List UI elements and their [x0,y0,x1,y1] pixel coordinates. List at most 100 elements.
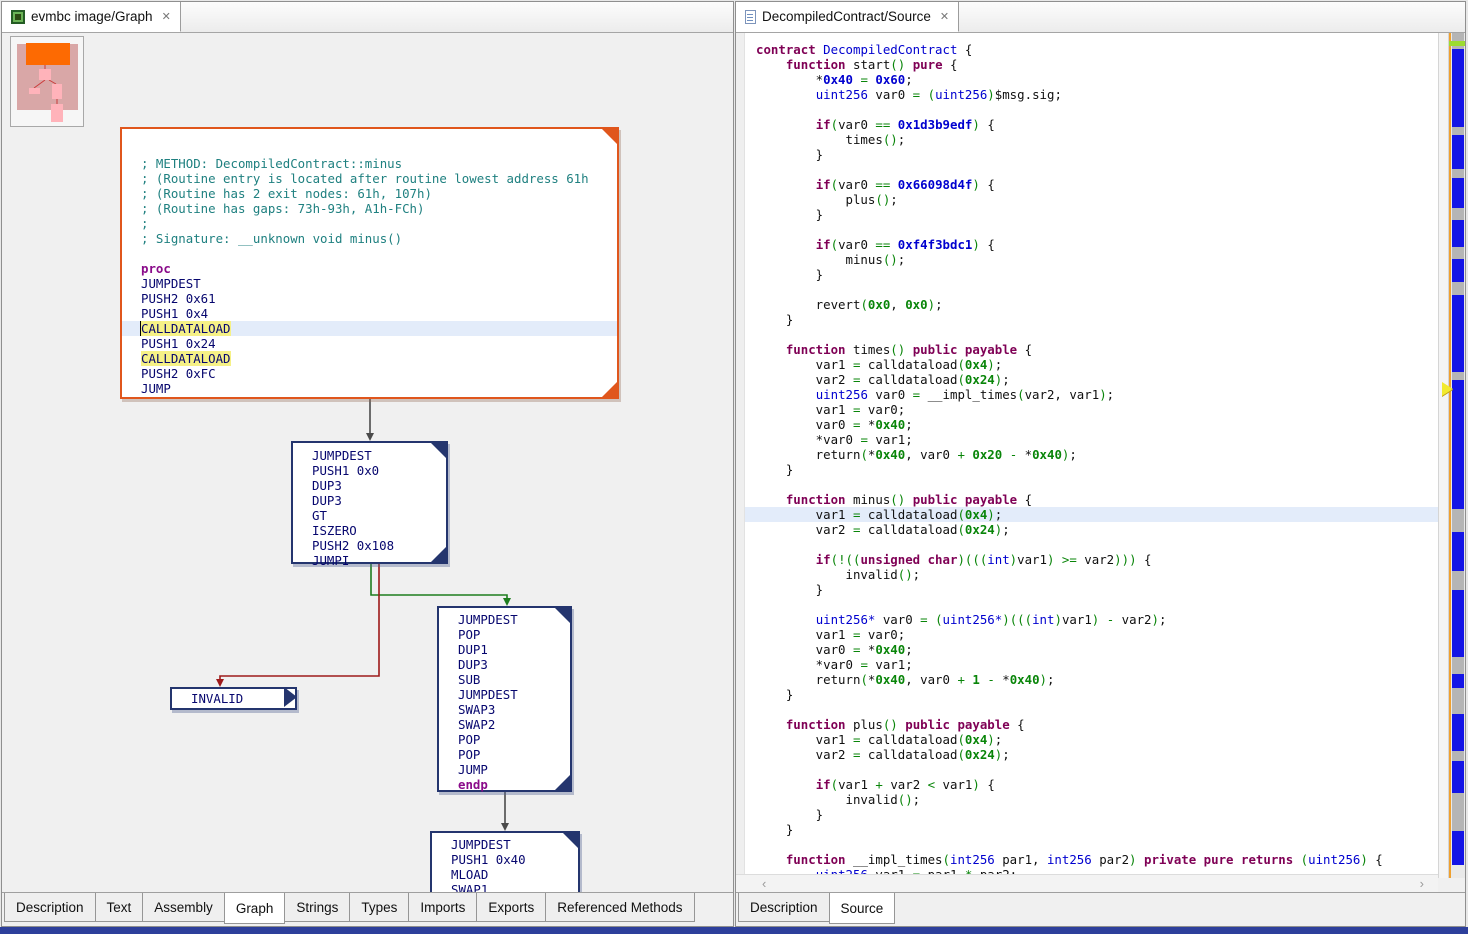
asm-line[interactable]: ; Signature: __unknown void minus() [141,231,403,246]
tab-decompiled-source[interactable]: DecompiledContract/Source ✕ [736,2,960,32]
source-line[interactable]: if(var1 + var2 < var1) { [815,777,995,792]
view-tab-exports[interactable]: Exports [476,893,547,922]
source-line[interactable]: if(var0 == 0x66098d4f) { [815,177,995,192]
view-tab-types[interactable]: Types [349,893,410,922]
source-line[interactable]: *var0 = var1; [756,657,913,672]
asm-line[interactable]: SWAP2 [458,717,496,732]
source-line[interactable]: var0 = *0x40; [756,417,913,432]
asm-line[interactable]: PUSH2 0x61 [141,291,216,306]
view-tab-description[interactable]: Description [4,893,96,922]
current-line-marker[interactable] [1442,382,1453,396]
source-line[interactable]: function __impl_times(int256 par1, int25… [785,852,1383,867]
source-line[interactable]: times(); [756,132,906,147]
asm-line[interactable]: DUP3 [312,493,342,508]
asm-line[interactable]: PUSH1 0x40 [451,852,526,867]
vertical-scrollbar[interactable] [1438,32,1449,878]
source-line[interactable] [745,837,1438,852]
close-icon[interactable]: ✕ [161,11,171,23]
source-line[interactable]: function start() pure { [785,57,958,72]
asm-line[interactable]: JUMPDEST [312,448,372,463]
view-tab-description[interactable]: Description [738,893,830,922]
source-line[interactable] [745,597,1438,612]
view-tab-imports[interactable]: Imports [408,893,478,922]
graph-node-invalid[interactable]: INVALID [170,687,297,710]
source-line[interactable] [745,282,1438,297]
source-line[interactable]: } [756,312,794,327]
asm-line[interactable]: PUSH2 0x108 [312,538,395,553]
asm-line[interactable]: ; (Routine entry is located after routin… [141,171,589,186]
source-line[interactable]: } [756,807,824,822]
source-line[interactable]: return(*0x40, var0 + 1 - *0x40); [756,672,1055,687]
asm-line[interactable]: ISZERO [312,523,357,538]
source-line[interactable]: contract DecompiledContract { [756,42,973,57]
source-line[interactable]: return(*0x40, var0 + 0x20 - *0x40); [756,447,1077,462]
source-line[interactable]: } [756,207,824,222]
asm-line[interactable]: POP [458,732,481,747]
asm-line[interactable]: JUMPDEST [451,837,511,852]
asm-line[interactable]: INVALID [191,691,244,706]
graph-canvas[interactable]: ; METHOD: DecompiledContract::minus; (Ro… [2,32,733,896]
source-line[interactable]: minus(); [756,252,906,267]
graph-node-entry[interactable]: ; METHOD: DecompiledContract::minus; (Ro… [120,127,619,399]
asm-line[interactable]: CALLDATALOAD [122,351,617,366]
asm-line[interactable]: POP [458,747,481,762]
source-line[interactable]: function times() public payable { [785,342,1033,357]
asm-line[interactable]: POP [458,627,481,642]
source-line[interactable]: var2 = calldataload(0x24); [756,747,1010,762]
asm-line[interactable]: PUSH1 0x24 [141,336,216,351]
source-line[interactable]: uint256 var1 = par1 * par2; [815,867,1018,878]
view-tab-source[interactable]: Source [828,893,896,924]
source-line[interactable]: var1 = var0; [756,627,906,642]
source-line[interactable]: } [756,462,794,477]
source-line[interactable]: } [756,267,824,282]
asm-line[interactable]: JUMP [458,762,488,777]
source-line[interactable]: plus(); [756,192,898,207]
source-line[interactable]: } [756,582,824,597]
source-line[interactable] [745,102,1438,117]
asm-line[interactable]: CALLDATALOAD [122,321,617,336]
chevron-left-icon[interactable]: ‹ [762,876,767,891]
source-line[interactable]: uint256 var0 = __impl_times(var2, var1); [815,387,1115,402]
asm-line[interactable]: JUMPDEST [458,687,518,702]
source-line[interactable]: if(!((unsigned char)(((int)var1) >= var2… [815,552,1152,567]
source-line[interactable]: } [756,822,794,837]
view-tab-strings[interactable]: Strings [284,893,351,922]
source-line[interactable]: var2 = calldataload(0x24); [756,522,1010,537]
asm-line[interactable]: JUMPDEST [458,612,518,627]
source-view[interactable]: contract DecompiledContract { function s… [736,32,1438,878]
source-line[interactable]: var1 = var0; [756,402,906,417]
asm-line[interactable]: ; METHOD: DecompiledContract::minus [141,156,403,171]
asm-line[interactable]: JUMPI [312,553,350,568]
source-line[interactable]: invalid(); [756,792,921,807]
asm-line[interactable]: GT [312,508,327,523]
source-line[interactable]: invalid(); [756,567,921,582]
close-icon[interactable]: ✕ [939,11,950,23]
view-tab-graph[interactable]: Graph [223,893,286,924]
source-line[interactable] [745,537,1438,552]
source-line[interactable]: if(var0 == 0xf4f3bdc1) { [815,237,995,252]
asm-line[interactable]: endp [458,777,488,792]
source-line[interactable]: function minus() public payable { [785,492,1033,507]
source-line[interactable] [745,327,1438,342]
asm-line[interactable] [122,246,617,261]
source-line[interactable]: revert(0x0, 0x0); [756,297,943,312]
asm-line[interactable]: JUMP [141,381,171,396]
source-line[interactable]: var1 = calldataload(0x4); [756,732,1003,747]
asm-line[interactable]: MLOAD [451,867,489,882]
view-tab-assembly[interactable]: Assembly [142,893,225,922]
source-line[interactable] [745,162,1438,177]
source-line[interactable]: uint256* var0 = (uint256*)(((int)var1) -… [815,612,1167,627]
asm-line[interactable]: proc [141,261,171,276]
asm-line[interactable]: PUSH1 0x0 [312,463,380,478]
overview-ruler[interactable] [1442,32,1465,878]
source-line[interactable]: function plus() public payable { [785,717,1025,732]
tab-evmbc-graph[interactable]: evmbc image/Graph ✕ [2,2,181,32]
source-line[interactable]: uint256 var0 = (uint256)$msg.sig; [815,87,1062,102]
asm-line[interactable]: PUSH2 0xFC [141,366,216,381]
source-line[interactable]: *0x40 = 0x60; [756,72,913,87]
asm-line[interactable]: DUP1 [458,642,488,657]
asm-line[interactable]: PUSH1 0x4 [141,306,209,321]
